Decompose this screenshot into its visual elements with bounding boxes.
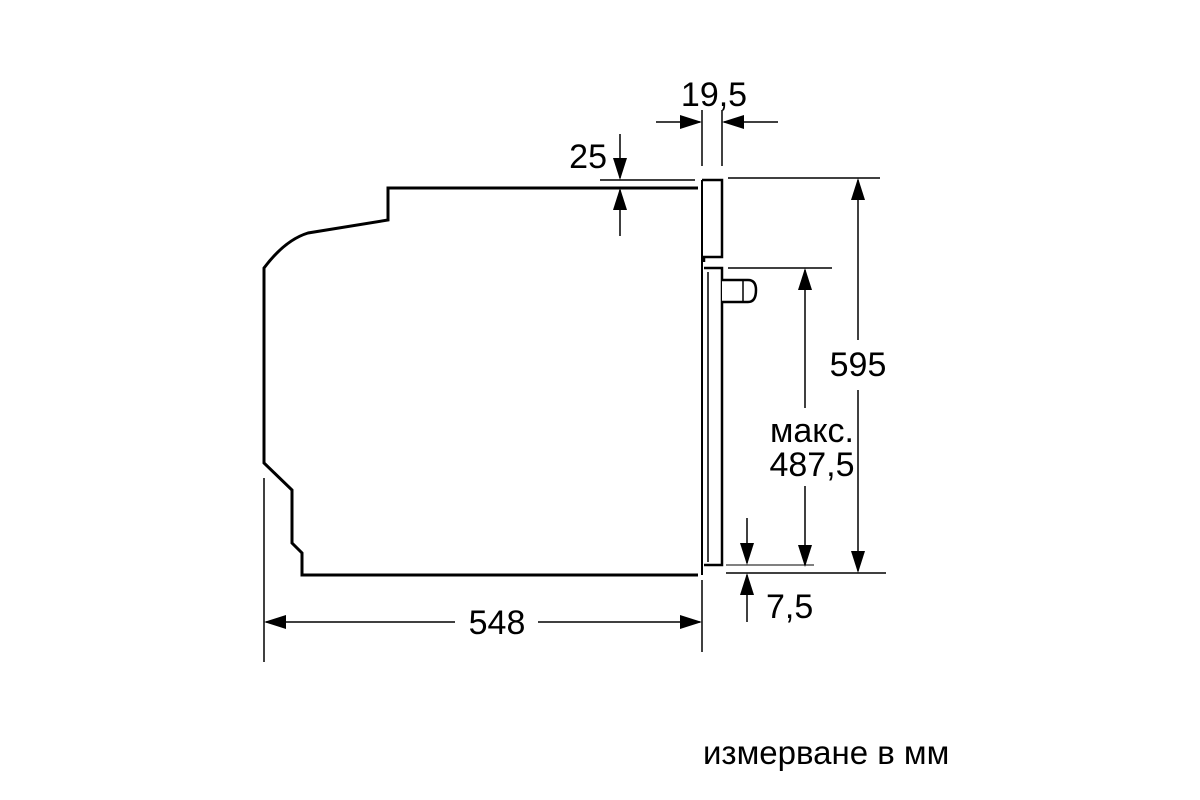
total-height-label: 595: [830, 346, 887, 384]
units-caption: измерване в мм: [703, 734, 950, 771]
max-height-prefix-label: макс.: [770, 412, 854, 450]
top-gap-label: 25: [569, 138, 607, 176]
depth-label: 548: [469, 604, 526, 642]
door-handle: [722, 278, 758, 304]
bezel-width-label: 19,5: [681, 76, 747, 114]
oven-body-outline: [262, 186, 698, 577]
oven-door-outline: [704, 266, 724, 567]
bottom-gap-label: 7,5: [766, 588, 813, 626]
max-height-label: 487,5: [769, 446, 854, 484]
control-panel-outline: [702, 178, 724, 262]
